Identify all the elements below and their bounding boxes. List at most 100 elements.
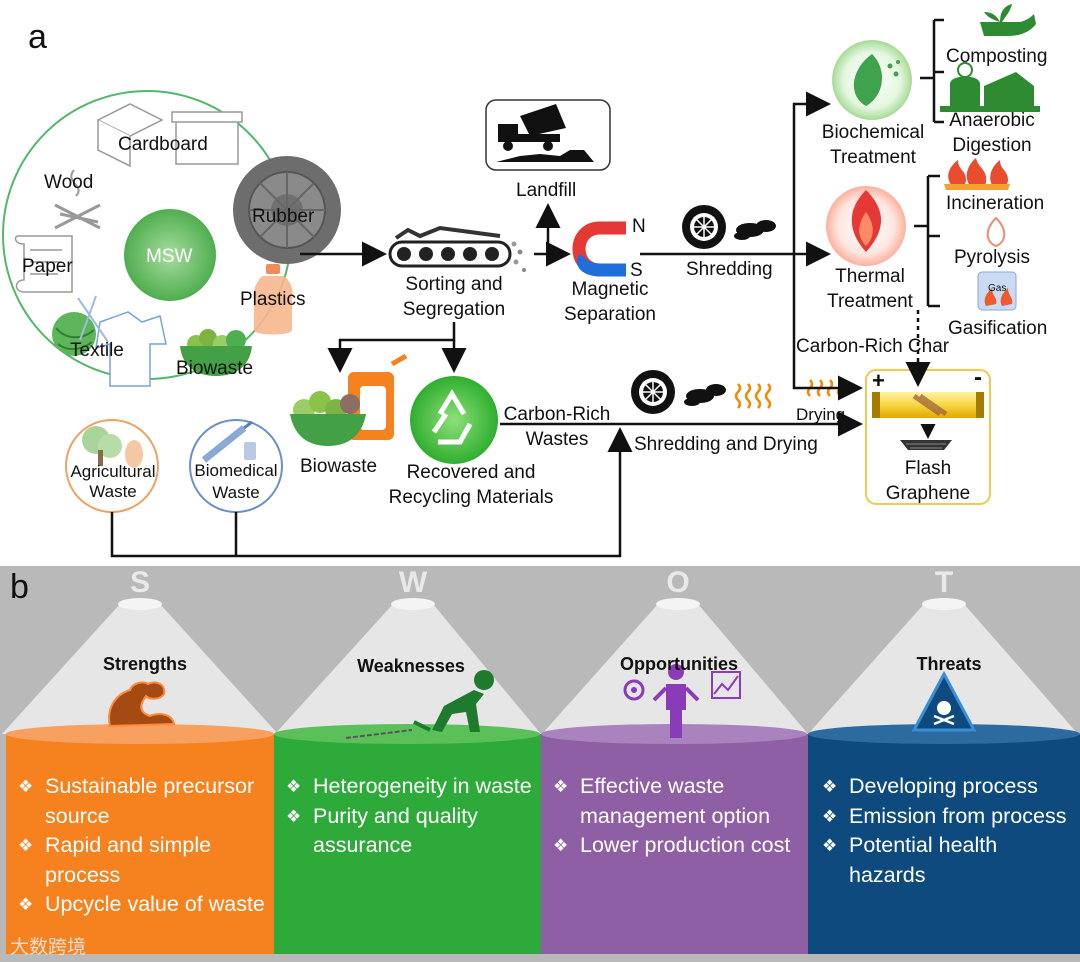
sorting-label-2: Segregation [402,299,506,320]
swot-letter-t: T [934,566,954,599]
sorting-label-1: Sorting and [405,274,503,295]
panel-a-label: a [28,18,47,56]
threats-item: Emission from process [816,802,1076,832]
recycle-icon [431,389,473,445]
swot-letter-o: O [666,566,690,599]
carbon-rich-wastes-label-1: Carbon-Rich [503,404,611,425]
flexed-arm-icon [108,681,176,728]
weaknesses-item: Heterogeneity in waste [280,772,536,802]
gasification-icon [977,271,1017,311]
biochemical-label-1: Biochemical [821,122,925,143]
leaf-drop-icon [853,54,900,106]
pyrolysis-label: Pyrolysis [954,247,1031,268]
weaknesses-title: Weaknesses [357,656,465,676]
paper-label: Paper [22,256,73,277]
minus-sign: - [974,364,982,391]
plastics-label: Plastics [240,289,306,310]
magnet-icon [572,221,626,277]
dump-truck-icon [496,104,594,162]
flow-arrows [110,18,944,558]
threats-panel-top [808,724,1080,744]
wood-icon [54,169,101,230]
swot-letter-s: S [129,566,150,599]
shredded-crumbs-icon [734,220,776,240]
opportunities-title: Opportunities [620,654,738,674]
incineration-icon [944,158,1010,190]
landfill-label: Landfill [516,180,577,201]
biowaste-bowl-icon [180,329,252,376]
msw-label: MSW [146,246,193,267]
opportunities-list: Effective waste management option Lower … [547,772,805,861]
magnet-s-label: S [630,260,643,281]
biowaste-label: Biowaste [300,456,378,477]
gas-tag-label: Gas [988,283,1007,294]
threats-item: Potential health hazards [816,831,1076,890]
strengths-panel-top [6,724,274,744]
cardboard-box-icon [96,103,243,168]
thermal-label-2: Treatment [827,291,913,312]
magnetic-label-2: Separation [564,304,656,325]
threats-list: Developing process Emission from process… [816,772,1076,890]
carbon-rich-char-label: Carbon-Rich Char [796,336,950,357]
magnet-n-label: N [632,216,646,237]
opportunity-person-icon [623,664,741,738]
shredder-wheel-icon [682,205,726,249]
flash-graphene-label-1: Flash [904,458,952,479]
weaknesses-list: Heterogeneity in waste Purity and qualit… [280,772,536,861]
watermark: 大数跨境 [10,937,87,958]
weaknesses-panel-top [274,724,540,744]
strengths-list: Sustainable precursor source Rapid and s… [12,772,270,920]
syringe-icon [201,420,256,463]
strengths-item: Rapid and simple process [12,831,270,890]
pyrolysis-icon [986,216,1006,248]
strengths-item: Upcycle value of waste [12,890,270,920]
biowaste-small-label: Biowaste [176,358,254,379]
threats-item: Developing process [816,772,1076,802]
incineration-label: Incineration [946,193,1045,214]
strengths-item: Sustainable precursor source [12,772,270,831]
msw-core-circle [124,209,216,301]
drying-label: Drying [796,405,846,424]
plastic-bottle-icon [253,264,293,335]
agricultural-waste-label: Agricultural Waste [70,462,156,501]
opportunities-item: Effective waste management option [547,772,805,831]
conveyor-icon [388,225,526,272]
recovered-label-2: Recycling Materials [388,487,554,508]
composting-label: Composting [946,46,1048,67]
flash-tube-icon [872,392,984,450]
biowaste-recycle-icon [290,353,408,446]
opportunities-item: Lower production cost [547,831,805,861]
panel-b-label: b [10,568,29,606]
biomedical-waste-label: Biomedical Waste [194,461,278,502]
yarn-shirt-icon [52,295,167,387]
hazard-warning-icon [911,670,977,732]
magnetic-label-1: Magnetic [571,279,649,300]
rubber-label: Rubber [252,206,315,227]
anaerobic-label-2: Digestion [952,135,1032,156]
swot-letter-w: W [398,566,428,599]
flame-icon [851,190,882,252]
carbon-rich-wastes-label-2: Wastes [525,429,589,450]
paper-scroll-icon [14,235,73,293]
textile-label: Textile [70,340,124,361]
thermal-label-1: Thermal [835,266,905,287]
threats-title: Threats [916,654,982,674]
recycle-circle [410,376,498,464]
recovered-label-1: Recovered and [406,462,536,483]
composting-icon [980,4,1036,36]
weaknesses-item: Purity and quality assurance [280,802,536,861]
shredding-drying-label: Shredding and Drying [634,434,818,455]
cardboard-label: Cardboard [118,134,208,155]
strengths-title: Strengths [102,654,187,674]
shredding-label: Shredding [686,259,773,280]
gasification-label: Gasification [948,318,1048,339]
wood-label: Wood [44,172,94,193]
shredder-wheel-icon [631,370,675,414]
anaerobic-label-1: Anaerobic [949,110,1035,131]
shredded-crumbs-icon [684,384,726,406]
flash-graphene-label-2: Graphene [885,483,971,504]
agri-tree-icon [82,426,143,468]
anaerobic-digester-icon [940,62,1040,112]
heat-waves-icon [734,379,844,409]
